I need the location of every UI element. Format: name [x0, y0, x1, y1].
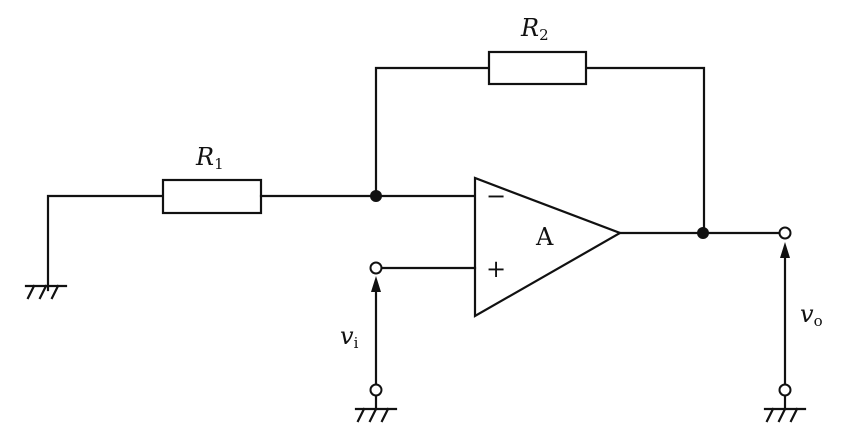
ground-left-icon: [24, 284, 68, 300]
op-amp: [473, 176, 623, 318]
junction-inverting: [370, 190, 382, 202]
label-amp: A: [535, 223, 554, 251]
label-input-voltage: vi: [340, 322, 359, 352]
terminal-input-ground: [369, 383, 383, 397]
ground-output-icon: [763, 394, 807, 423]
label-r1: R1: [195, 143, 224, 173]
label-r2: R2: [520, 14, 549, 44]
resistor-r1: [161, 178, 263, 215]
junction-output: [697, 227, 709, 239]
ground-input-icon: [354, 394, 398, 423]
output-voltage-arrow: [780, 242, 790, 385]
resistor-r2: [487, 50, 588, 86]
wire-feedback: [374, 66, 706, 235]
input-voltage-arrow: [371, 276, 381, 385]
sign-inverting: −: [486, 182, 506, 210]
terminal-output-ground: [778, 383, 792, 397]
label-output-voltage: vo: [800, 300, 823, 330]
wire-ground-to-r1: [46, 194, 165, 292]
terminal-input: [369, 261, 383, 275]
terminal-output: [778, 226, 792, 240]
sign-noninverting: +: [486, 255, 506, 283]
